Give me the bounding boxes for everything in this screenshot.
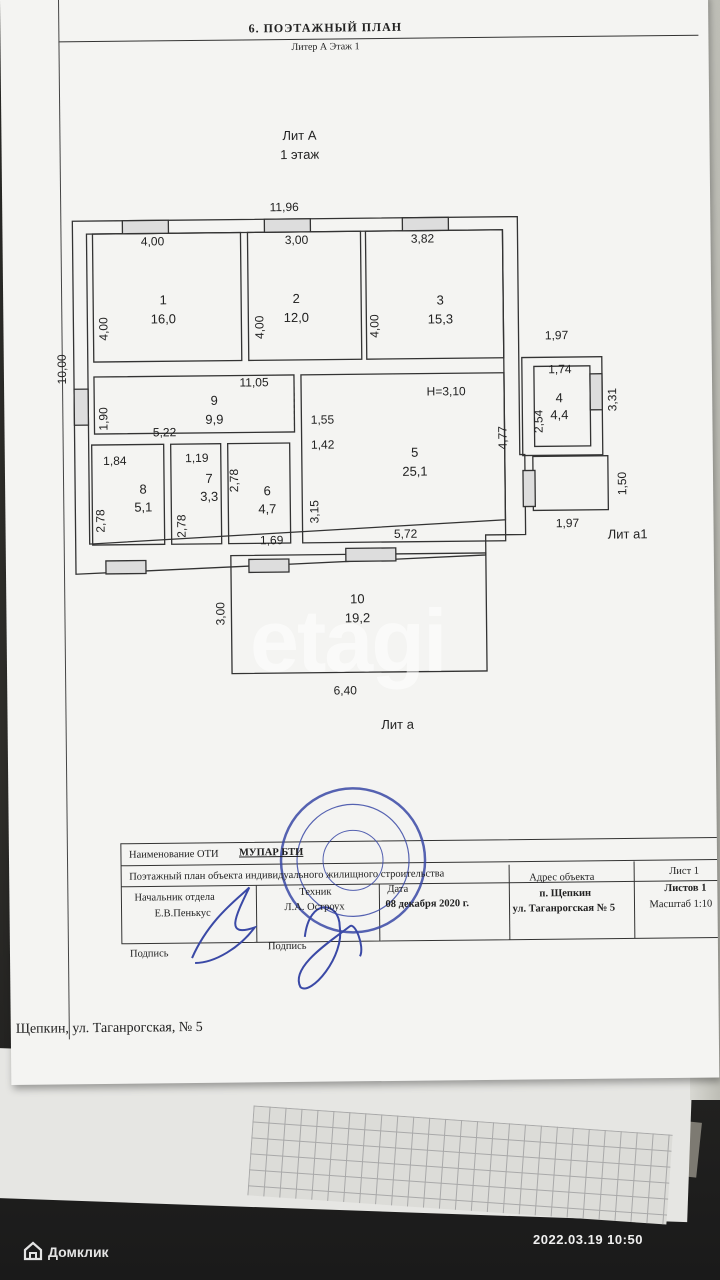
ceiling-height: H=3,10 (427, 384, 466, 398)
dim-overall-height: 10,00 (55, 354, 69, 385)
lit-a-small-label: Лит а (381, 717, 415, 732)
room-4-area: 4,4 (550, 407, 568, 422)
room-8-width: 1,84 (103, 454, 127, 468)
room-8-area: 5,1 (134, 499, 152, 514)
room-4-number: 4 (555, 390, 562, 405)
room-9-area: 9,9 (205, 412, 223, 427)
walls (71, 215, 610, 675)
room-6-depth: 2,78 (227, 469, 241, 493)
footer-address: Щепкин, ул. Таганрогская, № 5 (15, 1019, 203, 1037)
floor-plan: Лит А 1 этаж 11,96 10,00 4,00 1 16,0 4,0… (55, 128, 720, 990)
dim-155: 1,55 (311, 413, 335, 427)
address-label: Адрес объекта (529, 871, 595, 884)
room-4-width: 1,74 (548, 362, 572, 376)
lit-a-label: Лит А (282, 128, 317, 143)
address-line1: п. Щепкин (539, 887, 592, 900)
org-name: МУПАР БТИ (238, 846, 304, 859)
room-6-width: 1,69 (260, 533, 284, 547)
room-7-depth: 2,78 (174, 514, 188, 538)
room-3-width: 3,82 (411, 231, 435, 245)
room-3-depth: 4,00 (367, 314, 381, 338)
room-2-area: 12,0 (284, 310, 309, 325)
document-page: 6. ПОЭТАЖНЫЙ ПЛАН Литер А Этаж 1 (0, 0, 720, 1085)
signature-tech (297, 906, 363, 990)
address-line2: ул. Таганрогская № 5 (512, 902, 616, 915)
org-label: Наименование ОТИ (128, 848, 219, 861)
lit-a1-label: Лит а1 (608, 526, 648, 541)
room-1-depth: 4,00 (96, 317, 110, 341)
room-10-depth: 3,00 (213, 602, 227, 626)
room-10-area: 19,2 (345, 610, 370, 625)
room-9-width: 5,22 (153, 425, 177, 439)
room-5-number: 5 (411, 445, 418, 460)
room-3-area: 15,3 (428, 311, 453, 326)
dim-corridor: 11,05 (239, 375, 269, 389)
tech-role: Техник (299, 886, 332, 898)
room-8-depth: 2,78 (93, 509, 107, 533)
room-5-width: 5,72 (394, 527, 418, 541)
room-2-depth: 4,00 (252, 315, 266, 339)
dim-overall-width: 11,96 (270, 200, 300, 214)
date-value: 08 декабря 2020 г. (385, 898, 470, 911)
head-name: Е.В.Пенькус (154, 907, 211, 920)
room-2-width: 3,00 (285, 233, 309, 247)
sign-label-2: Подпись (267, 940, 307, 953)
room-10-width: 6,40 (333, 683, 357, 697)
date-label: Дата (387, 883, 409, 895)
dim-142: 1,42 (311, 438, 335, 452)
room-2-number: 2 (292, 291, 299, 306)
room-1-width: 4,00 (141, 234, 165, 248)
sign-label-1: Подпись (129, 948, 169, 960)
tech-name: Л.А. Остроух (284, 901, 345, 914)
scale: Масштаб 1:10 (649, 898, 713, 911)
sheets-total: Листов 1 (664, 882, 707, 895)
dim-150: 1,50 (615, 471, 629, 495)
signature-head (191, 886, 258, 965)
dim-197-top: 1,97 (545, 328, 569, 342)
room-7-width: 1,19 (185, 451, 209, 465)
domclick-logo-icon (23, 1241, 43, 1261)
room-6-number: 6 (263, 483, 270, 498)
room-7-area: 3,3 (200, 489, 218, 504)
room-6-area: 4,7 (258, 501, 276, 516)
room-9-number: 9 (211, 393, 218, 408)
dim-197-bottom: 1,97 (556, 516, 580, 530)
room-1-area: 16,0 (151, 311, 176, 326)
room-5-depth: 3,15 (307, 500, 321, 524)
photo-timestamp: 2022.03.19 10:50 (533, 1232, 643, 1247)
room-1-number: 1 (159, 292, 166, 307)
dim-331: 3,31 (605, 388, 619, 412)
room-7-number: 7 (205, 471, 212, 486)
room-3-number: 3 (436, 292, 443, 307)
floor-label: 1 этаж (280, 147, 319, 162)
room-4-depth: 2,54 (531, 409, 545, 433)
room-9-depth: 1,90 (96, 407, 110, 431)
sheet-number: Лист 1 (669, 865, 700, 878)
etagi-watermark: etagi (250, 591, 447, 690)
office-stamp (279, 787, 427, 934)
room-10-number: 10 (350, 591, 365, 606)
dim-477: 4,77 (495, 426, 509, 450)
head-role: Начальник отдела (134, 891, 215, 904)
brand-label: Домклик (48, 1244, 109, 1260)
room-5-area: 25,1 (402, 464, 427, 479)
room-8-number: 8 (139, 481, 146, 496)
